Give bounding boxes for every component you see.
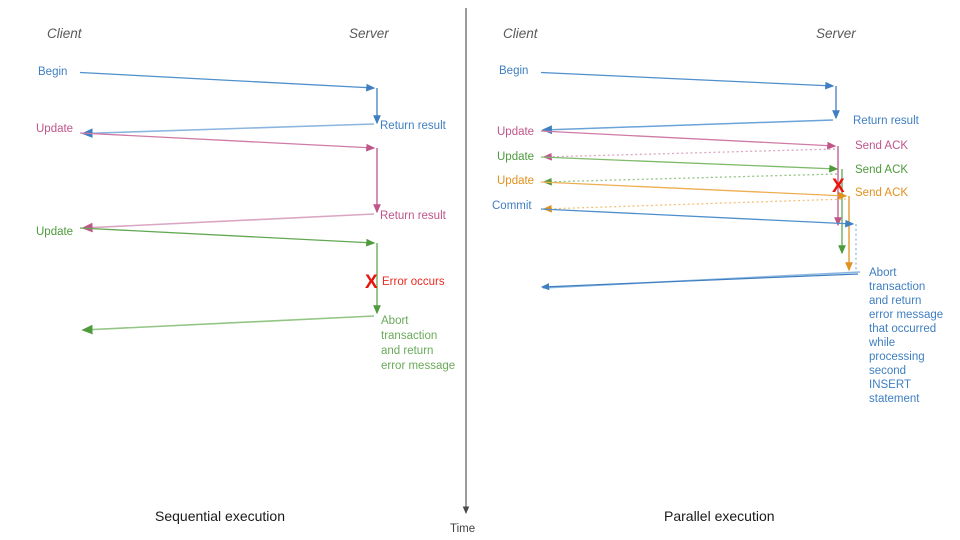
right-abort-line-8: second <box>869 365 906 377</box>
left-arrow-begin <box>79 71 376 92</box>
panel-sequential: Client Server Begin Return result Update… <box>36 26 455 524</box>
left-abort-line-1: Abort <box>381 315 409 327</box>
left-label-update-1: Update <box>36 123 73 135</box>
left-arrow-abort <box>81 315 375 335</box>
right-label-update-3: Update <box>497 175 534 187</box>
left-label-return-result-1: Return result <box>380 120 447 132</box>
left-arrow-update-1 <box>79 132 376 152</box>
left-abort-line-3: and return <box>381 345 433 357</box>
left-abort-line-2: transaction <box>381 330 437 342</box>
right-label-return-result: Return result <box>853 115 920 127</box>
left-client-lifeline-label: Client <box>47 26 83 41</box>
right-arrow-ack-1 <box>542 148 836 161</box>
right-label-send-ack-1: Send ACK <box>855 140 908 152</box>
right-label-update-2: Update <box>497 151 534 163</box>
time-axis-label: Time <box>450 523 475 535</box>
left-abort-line-4: error message <box>381 360 455 372</box>
right-arrow-ack-2 <box>542 173 838 186</box>
panel-parallel: Client Server Begin Return result Update… <box>492 26 943 524</box>
left-label-begin: Begin <box>38 66 67 78</box>
right-panel-caption: Parallel execution <box>664 508 775 524</box>
right-abort-line-3: and return <box>869 295 921 307</box>
right-arrow-update-3 <box>540 181 848 200</box>
right-label-send-ack-2: Send ACK <box>855 164 908 176</box>
right-arrow-commit <box>540 208 855 228</box>
right-label-send-ack-3: Send ACK <box>855 187 908 199</box>
right-abort-text-block: Abort transaction and return error messa… <box>868 267 943 405</box>
right-abort-line-1: Abort <box>869 267 897 279</box>
right-arrow-begin <box>540 71 835 90</box>
right-abort-line-6: while <box>868 337 895 349</box>
left-arrow-return-result-1 <box>81 123 375 138</box>
right-arrow-update-1 <box>540 130 837 150</box>
right-abort-line-10: statement <box>869 393 920 405</box>
right-label-commit: Commit <box>492 200 532 212</box>
left-error-x-icon: X <box>365 272 378 293</box>
left-error-occurs-label: Error occurs <box>382 276 445 288</box>
right-arrow-return-result <box>541 119 834 135</box>
left-server-lifeline-label: Server <box>349 26 389 41</box>
left-label-return-result-2: Return result <box>380 210 447 222</box>
right-abort-line-2: transaction <box>869 281 925 293</box>
right-client-lifeline-label: Client <box>503 26 539 41</box>
right-server-lifeline-label: Server <box>816 26 856 41</box>
left-label-update-2: Update <box>36 226 73 238</box>
right-abort-line-5: that occurred <box>869 323 936 335</box>
right-label-begin: Begin <box>499 65 528 77</box>
right-abort-line-4: error message <box>869 309 943 321</box>
left-arrow-update-2 <box>79 227 376 247</box>
left-abort-text-block: Abort transaction and return error messa… <box>381 315 455 372</box>
right-abort-line-7: processing <box>869 351 925 363</box>
right-arrow-abort <box>540 273 859 291</box>
right-abort-line-9: INSERT <box>869 379 911 391</box>
left-panel-caption: Sequential execution <box>155 508 285 524</box>
right-label-update-1: Update <box>497 126 534 138</box>
right-arrow-update-2 <box>540 156 839 173</box>
right-error-x-icon: X <box>832 176 845 197</box>
right-arrow-ack-3 <box>542 198 847 213</box>
left-arrow-return-result-2 <box>81 213 375 233</box>
